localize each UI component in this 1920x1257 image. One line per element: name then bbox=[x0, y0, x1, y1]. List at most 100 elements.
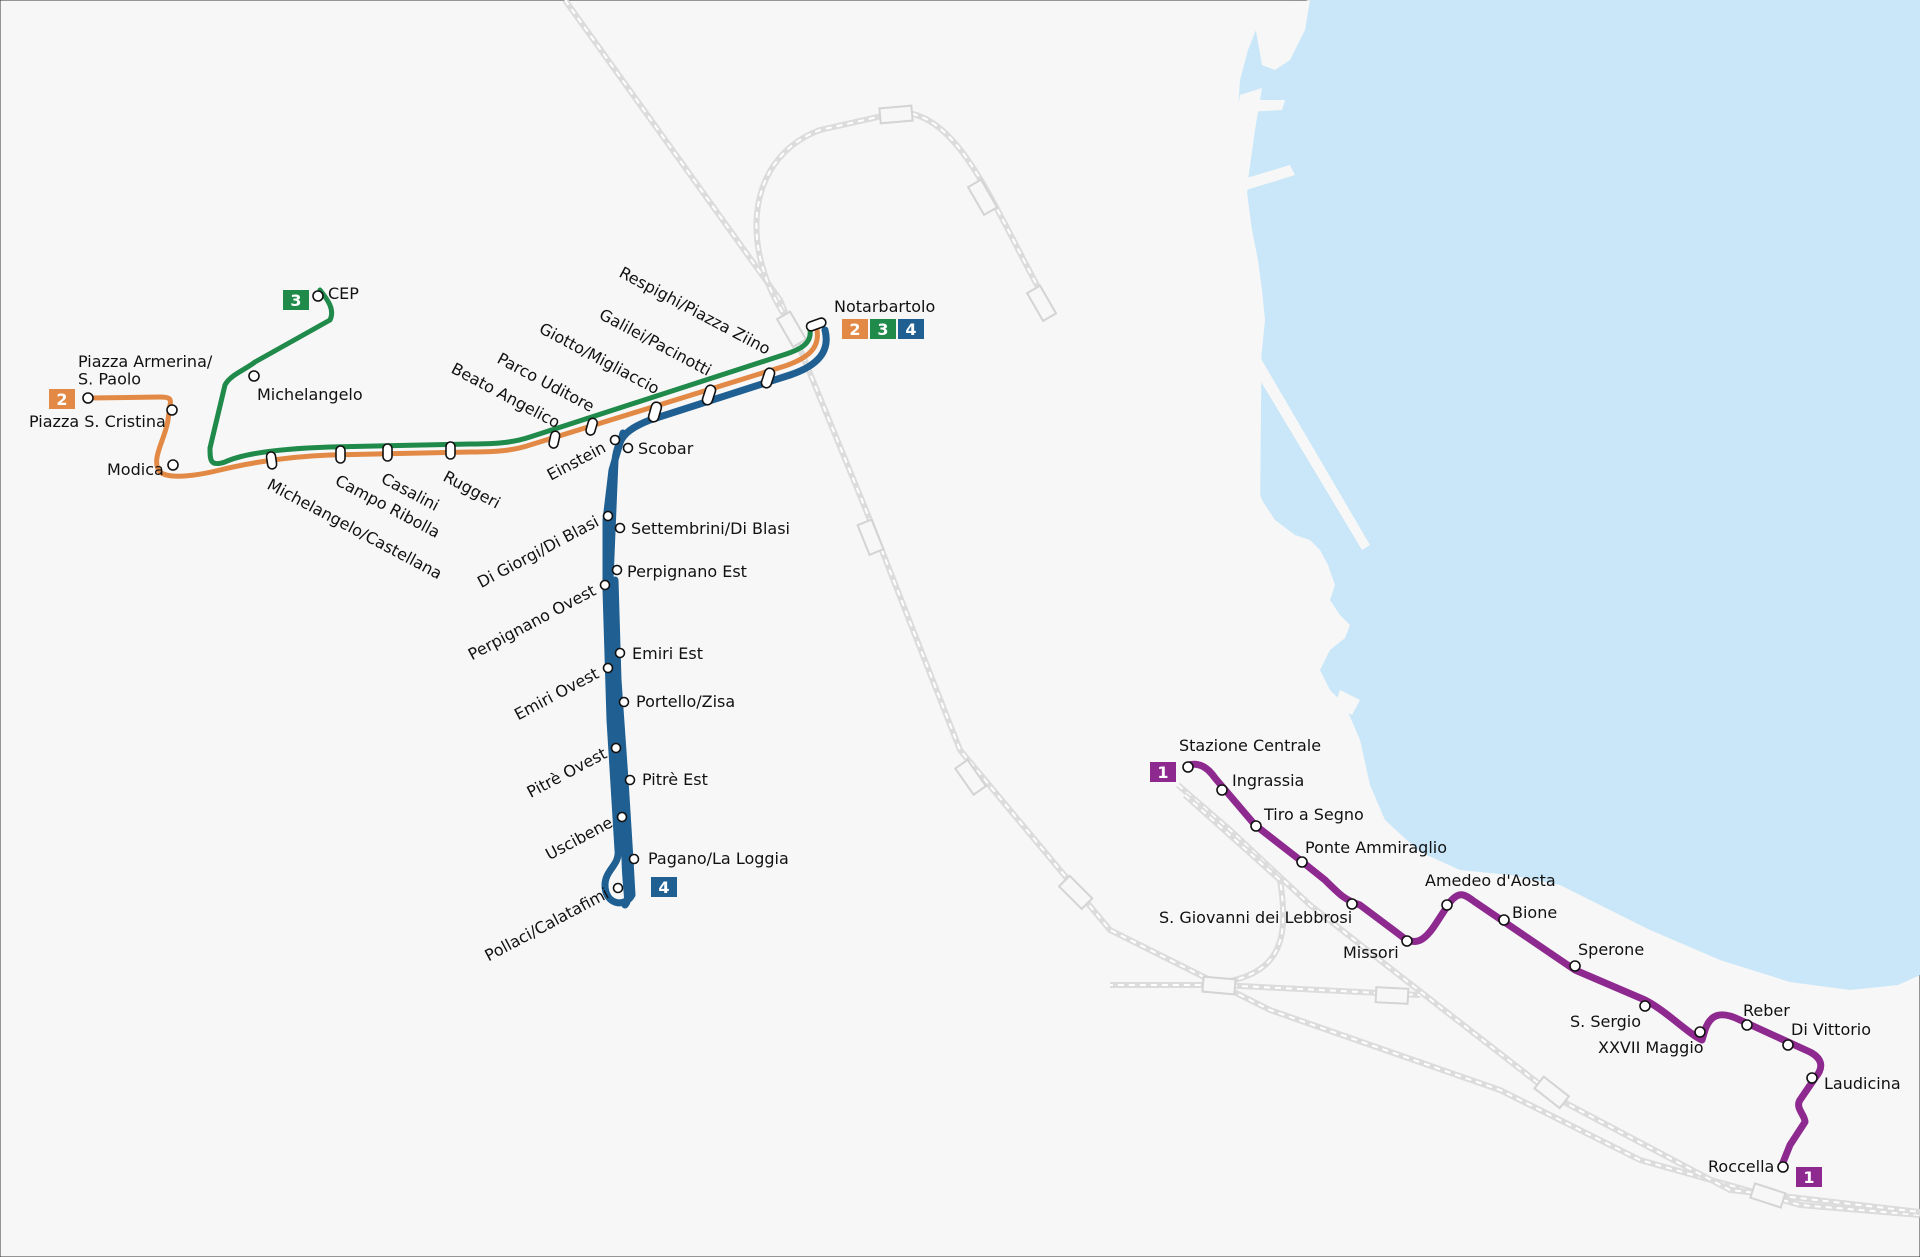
station-marker bbox=[616, 811, 628, 823]
station-marker bbox=[82, 392, 94, 404]
station-marker bbox=[612, 882, 624, 894]
sea-area bbox=[1238, 0, 1920, 990]
station-label-settembrini[interactable]: Settembrini/Di Blasi bbox=[631, 519, 790, 538]
line-3-badge bbox=[283, 290, 309, 310]
station-label-pitre-est[interactable]: Pitrè Est bbox=[642, 770, 708, 789]
line-4-badge bbox=[651, 877, 677, 897]
station-marker bbox=[248, 370, 260, 382]
station-marker bbox=[1777, 1161, 1789, 1173]
station-label-laudicina[interactable]: Laudicina bbox=[1824, 1074, 1901, 1093]
station-label-bione[interactable]: Bione bbox=[1512, 903, 1557, 922]
station-label-missori[interactable]: Missori bbox=[1343, 943, 1399, 962]
railway-loop-dash bbox=[755, 110, 1046, 331]
station-marker bbox=[609, 434, 621, 446]
station-marker bbox=[614, 647, 626, 659]
station-marker bbox=[1782, 1039, 1794, 1051]
railway-south-dash bbox=[1177, 784, 1920, 1213]
line-2-badge bbox=[49, 389, 75, 409]
sea bbox=[1108, 0, 1920, 990]
station-label-pagano[interactable]: Pagano/La Loggia bbox=[648, 849, 789, 868]
rail-station-box bbox=[953, 758, 988, 797]
station-marker bbox=[166, 404, 178, 416]
rail-station-box bbox=[856, 518, 885, 557]
line-4-badge-label: 4 bbox=[658, 878, 669, 897]
station-label-piazza-cristina[interactable]: Piazza S. Cristina bbox=[29, 412, 166, 431]
station-marker bbox=[1694, 1026, 1706, 1038]
station-marker bbox=[611, 564, 623, 576]
station-marker bbox=[805, 317, 827, 332]
station-marker bbox=[1639, 1000, 1651, 1012]
rail-station-box bbox=[966, 178, 999, 217]
harbour bbox=[1108, 0, 1370, 715]
railways bbox=[562, 0, 1920, 1218]
line-3-route bbox=[207, 287, 813, 467]
station-marker bbox=[622, 442, 634, 454]
station-marker bbox=[335, 445, 346, 464]
line-1-end-badge bbox=[1796, 1167, 1822, 1187]
station-label-emiri-est[interactable]: Emiri Est bbox=[632, 644, 703, 663]
station-marker bbox=[382, 443, 393, 462]
line-1-start-badge bbox=[1150, 762, 1176, 782]
station-label-amedeo[interactable]: Amedeo d'Aosta bbox=[1425, 871, 1556, 890]
station-marker bbox=[1806, 1072, 1818, 1084]
rail-station-box bbox=[1533, 1075, 1571, 1110]
station-marker bbox=[585, 417, 599, 436]
rail-station-box bbox=[1025, 284, 1058, 323]
station-label-xxvii-maggio[interactable]: XXVII Maggio bbox=[1598, 1038, 1704, 1057]
station-marker bbox=[602, 662, 614, 674]
dock-4 bbox=[1110, 358, 1218, 386]
station-marker bbox=[760, 367, 776, 389]
rail-station-box bbox=[1201, 975, 1237, 996]
station-marker bbox=[312, 290, 324, 302]
station-label-ponte-ammiraglio[interactable]: Ponte Ammiraglio bbox=[1305, 838, 1447, 857]
line-2-hub-badge bbox=[842, 319, 868, 339]
line-3-hub-badge bbox=[870, 319, 896, 339]
station-marker bbox=[647, 401, 663, 423]
dock-1 bbox=[1248, 100, 1285, 112]
line-4-hub-badge bbox=[898, 319, 924, 339]
rail-station-box bbox=[1374, 986, 1410, 1005]
station-label-notarbartolo[interactable]: Notarbartolo bbox=[834, 297, 935, 316]
dock-3 bbox=[1108, 300, 1210, 332]
station-marker bbox=[1401, 935, 1413, 947]
dock-2 bbox=[1240, 165, 1295, 192]
station-marker bbox=[265, 451, 278, 470]
station-marker bbox=[602, 510, 614, 522]
station-label-perpignano-est[interactable]: Perpignano Est bbox=[627, 562, 747, 581]
station-label-ingrassia[interactable]: Ingrassia bbox=[1232, 771, 1304, 790]
line-3-hub-badge-label: 3 bbox=[877, 320, 888, 339]
station-marker bbox=[624, 774, 636, 786]
station-label-stazione-centrale[interactable]: Stazione Centrale bbox=[1179, 736, 1321, 755]
station-label-scobar[interactable]: Scobar bbox=[638, 439, 694, 458]
line-2-badge-label: 2 bbox=[56, 390, 67, 409]
breakwater bbox=[1242, 340, 1370, 550]
station-label-roccella[interactable]: Roccella bbox=[1708, 1157, 1774, 1176]
station-label-cep[interactable]: CEP bbox=[328, 284, 359, 303]
station-marker bbox=[1182, 761, 1194, 773]
dock-6 bbox=[1118, 472, 1234, 498]
station-label-s-giovanni[interactable]: S. Giovanni dei Lebbrosi bbox=[1159, 908, 1352, 927]
station-marker bbox=[610, 742, 622, 754]
station-marker bbox=[614, 522, 626, 534]
station-label-reber[interactable]: Reber bbox=[1743, 1001, 1790, 1020]
station-label-di-vittorio[interactable]: Di Vittorio bbox=[1791, 1020, 1871, 1039]
station-label-piazza-armerina[interactable]: Piazza Armerina/S. Paolo bbox=[78, 352, 213, 389]
station-label-tiro-a-segno[interactable]: Tiro a Segno bbox=[1263, 805, 1364, 824]
station-marker bbox=[701, 384, 717, 406]
station-label-portello[interactable]: Portello/Zisa bbox=[636, 692, 735, 711]
station-marker bbox=[1741, 1019, 1753, 1031]
station-marker bbox=[1250, 820, 1262, 832]
station-label-sperone[interactable]: Sperone bbox=[1578, 940, 1644, 959]
station-markers bbox=[82, 290, 1818, 1173]
station-marker bbox=[1498, 914, 1510, 926]
station-label-michelangelo[interactable]: Michelangelo bbox=[257, 385, 363, 404]
station-marker bbox=[167, 459, 179, 471]
station-marker bbox=[1296, 856, 1308, 868]
station-label-s-sergio[interactable]: S. Sergio bbox=[1570, 1012, 1641, 1031]
rail-station-box bbox=[878, 104, 914, 125]
station-marker bbox=[445, 441, 456, 460]
line-2-hub-badge-label: 2 bbox=[849, 320, 860, 339]
station-label-modica[interactable]: Modica bbox=[107, 460, 164, 479]
line-3-badge-label: 3 bbox=[290, 291, 301, 310]
